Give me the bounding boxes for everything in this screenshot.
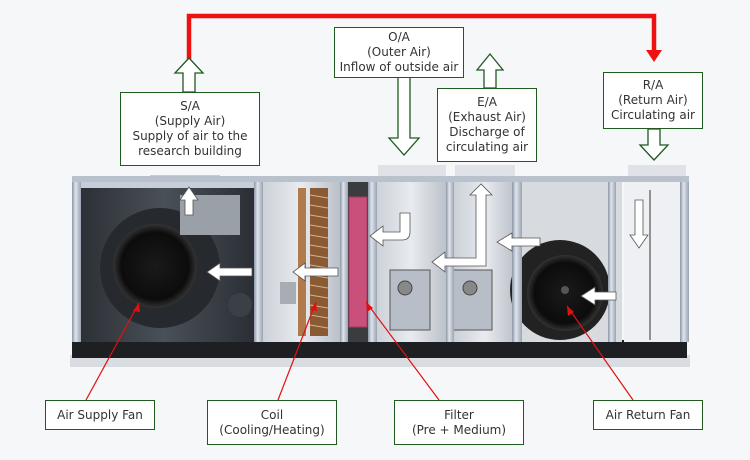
- supply-air-desc-1: Supply of air to the: [132, 129, 248, 143]
- exhaust-air-desc-1: Discharge of: [449, 125, 525, 139]
- outer-air-desc: Inflow of outside air: [339, 60, 459, 74]
- filter-pointer: [365, 301, 440, 401]
- exhaust-air-desc-2: circulating air: [445, 140, 529, 154]
- supply-air-label: S/A (Supply Air) Supply of air to the re…: [120, 92, 260, 166]
- exhaust-split-arrow: [431, 183, 493, 273]
- outer-air-name: (Outer Air): [367, 45, 431, 59]
- supply-fan-section: [74, 175, 254, 342]
- coil-section: [258, 180, 343, 342]
- return-down-arrow: [629, 199, 649, 249]
- supply-fan-label-text: Air Supply Fan: [57, 407, 143, 422]
- return-fan-pointer: [566, 305, 634, 401]
- oa-down-arrow: [387, 76, 421, 156]
- filter-label-desc: (Pre + Medium): [411, 422, 507, 437]
- return-to-mix-arrow: [496, 232, 541, 252]
- supply-air-abbrev: S/A: [180, 99, 200, 113]
- coil-pointer: [277, 301, 317, 401]
- filter-label: Filter (Pre + Medium): [394, 400, 524, 445]
- pointer-arrowheads: [133, 302, 574, 316]
- exhaust-air-label: E/A (Exhaust Air) Discharge of circulati…: [437, 88, 537, 162]
- ea-up-arrow: [475, 52, 505, 89]
- pointer-lines: [85, 301, 634, 401]
- recirculation-arrowhead: [646, 50, 662, 62]
- unit-base: [72, 340, 687, 358]
- supply-fan-wheel: [113, 224, 197, 308]
- return-air-desc: Circulating air: [611, 108, 695, 122]
- sa-up-arrow: [173, 57, 205, 93]
- fan-inlet-arrow: [206, 262, 253, 282]
- coil-flow-arrow: [292, 262, 339, 282]
- coil-label-desc: (Cooling/Heating): [219, 422, 325, 437]
- outer-air-turn-arrow: [369, 212, 411, 247]
- filter-label-title: Filter: [444, 407, 474, 422]
- return-air-abbrev: R/A: [642, 78, 664, 92]
- return-fan-section: [510, 182, 622, 342]
- exhaust-air-abbrev: E/A: [477, 95, 497, 109]
- supply-up-arrow: [179, 186, 199, 216]
- ra-down-arrow: [638, 128, 670, 161]
- outer-air-label: O/A (Outer Air) Inflow of outside air: [334, 27, 464, 78]
- supply-fan-pointer: [85, 302, 140, 401]
- coil-label-title: Coil: [260, 407, 284, 422]
- return-fan-inlet-arrow: [580, 286, 617, 306]
- exhaust-air-name: (Exhaust Air): [448, 110, 526, 124]
- filter-section: [345, 180, 370, 342]
- internal-flow-arrows: [179, 183, 649, 306]
- outer-air-abbrev: O/A: [388, 30, 410, 44]
- return-fan-label: Air Return Fan: [593, 400, 703, 430]
- label-flow-arrows: [173, 52, 670, 161]
- return-air-label: R/A (Return Air) Circulating air: [603, 72, 703, 129]
- supply-air-desc-2: research building: [138, 144, 242, 158]
- return-fan-label-text: Air Return Fan: [605, 407, 691, 422]
- recirculation-flow-line: [186, 13, 662, 62]
- return-inlet-section: [624, 165, 686, 342]
- supply-fan-label: Air Supply Fan: [45, 400, 155, 430]
- coil-label: Coil (Cooling/Heating): [207, 400, 337, 445]
- filter-media: [349, 197, 367, 327]
- supply-air-name: (Supply Air): [154, 114, 226, 128]
- return-air-name: (Return Air): [618, 93, 688, 107]
- mixing-section: [372, 165, 450, 342]
